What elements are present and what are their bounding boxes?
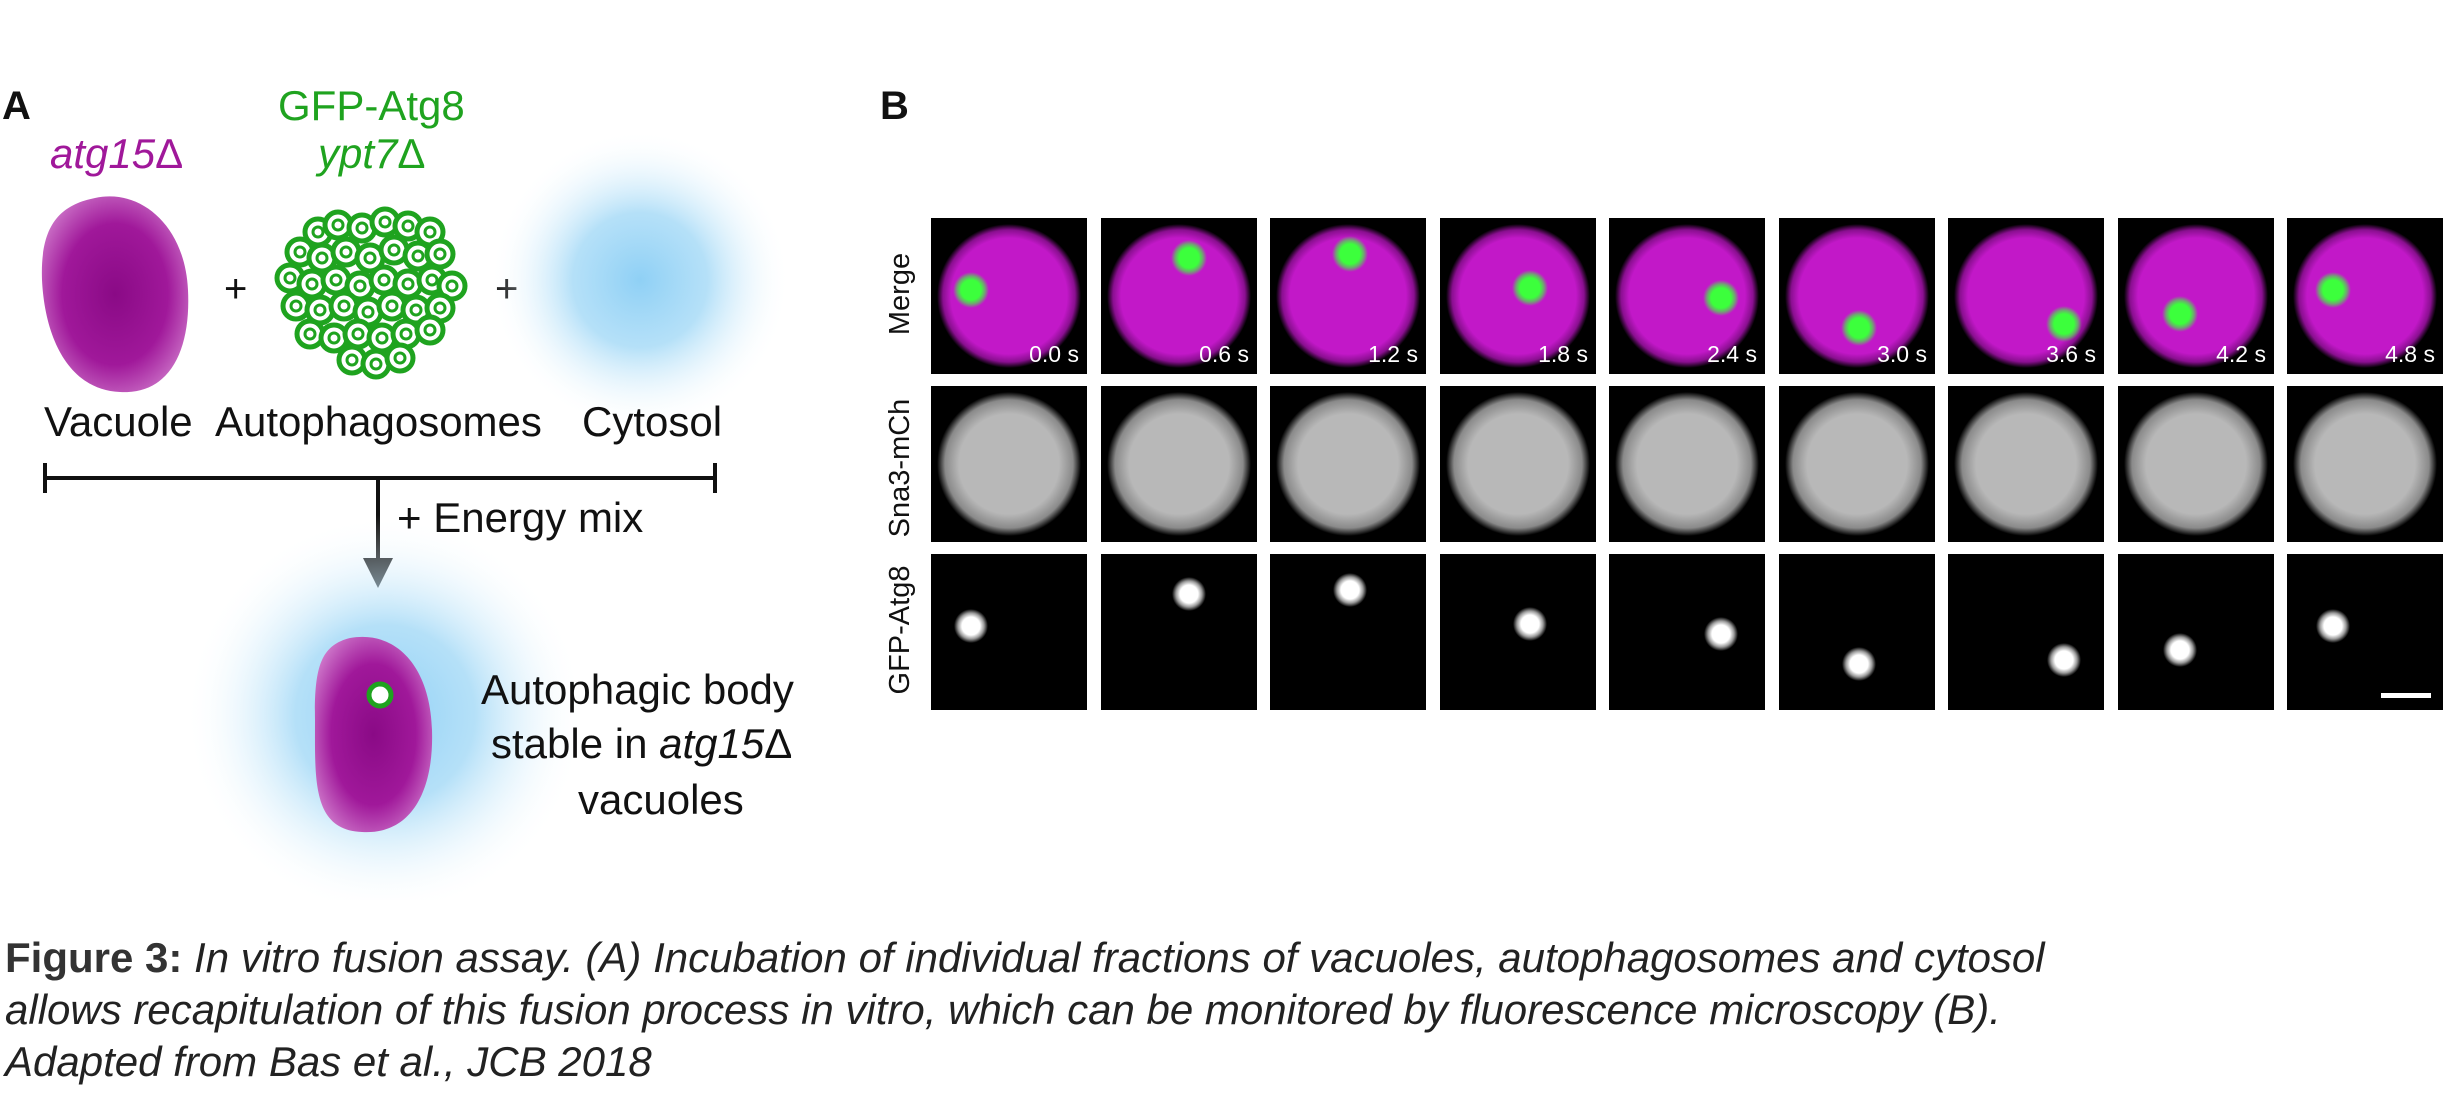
micro-tile (1609, 554, 1765, 710)
micro-tile (1270, 386, 1426, 542)
autophagosome-strain-text: ypt7 (318, 130, 398, 177)
result-label-strain: atg15 (659, 720, 765, 767)
timestamp-label: 3.0 s (1877, 341, 1927, 367)
micro-tile: 1.2 s (1270, 218, 1426, 374)
figure-caption: Figure 3: In vitro fusion assay. (A) Inc… (5, 932, 2435, 1088)
micro-tile (2118, 554, 2274, 710)
autophagosome-cluster (274, 206, 468, 380)
timestamp-label: 0.6 s (1199, 341, 1249, 367)
cytosol-label: Cytosol (582, 398, 723, 445)
cytosol-glow (490, 130, 790, 430)
timestamp-label: 1.2 s (1368, 341, 1418, 367)
energy-mix-label: + Energy mix (397, 494, 644, 541)
vacuole-strain-text: atg15 (50, 130, 156, 177)
scale-bar (2381, 693, 2431, 698)
panel-b-letter: B (880, 84, 909, 128)
delta-symbol: Δ (155, 130, 184, 177)
micro-tile (1948, 554, 2104, 710)
micro-tile (931, 386, 1087, 542)
timestamp-label: 4.2 s (2216, 341, 2266, 367)
micro-tile: 3.0 s (1779, 218, 1935, 374)
micro-tile (1440, 386, 1596, 542)
autophagosome-cluster-inner (283, 215, 459, 371)
row-label-merge: Merge (884, 252, 916, 336)
autophagic-body-icon (366, 681, 394, 709)
timestamp-label: 0.0 s (1029, 341, 1079, 367)
caption-line2: allows recapitulation of this fusion pro… (5, 986, 2001, 1033)
micro-tile (1270, 554, 1426, 710)
micro-tile: 2.4 s (1609, 218, 1765, 374)
micro-tile (1609, 386, 1765, 542)
row-label-sna3: Sna3-mCh (884, 398, 916, 538)
autophagosome-strain-label: ypt7Δ (318, 130, 425, 178)
panel-a-letter: A (2, 84, 31, 128)
vacuole-shape (41, 196, 189, 393)
panel-a-schematic: + + (41, 130, 790, 900)
delta-symbol: Δ (397, 130, 426, 177)
row-label-gfp: GFP-Atg8 (884, 565, 916, 695)
micro-tile: 4.8 s (2287, 218, 2443, 374)
micro-tile (2287, 554, 2443, 710)
plus-sign: + (224, 267, 247, 311)
vacuole-label: Vacuole (44, 398, 193, 445)
autophagosomes-label: Autophagosomes (215, 398, 542, 445)
micro-tile (1948, 386, 2104, 542)
micro-tile: 0.6 s (1101, 218, 1257, 374)
result-label-prefix: stable in (491, 720, 660, 767)
result-label-line1: Autophagic body (481, 666, 794, 713)
timestamp-label: 2.4 s (1707, 341, 1757, 367)
result-label-line2: stable in atg15Δ (491, 720, 792, 768)
micro-tile (1779, 386, 1935, 542)
autophagosome-marker-label: GFP-Atg8 (278, 82, 465, 129)
micro-tile (2287, 386, 2443, 542)
caption-line3: Adapted from Bas et al., JCB 2018 (5, 1038, 652, 1085)
micro-tile (1779, 554, 1935, 710)
timestamp-label: 1.8 s (1538, 341, 1588, 367)
micro-tile: 4.2 s (2118, 218, 2274, 374)
caption-line1: In vitro fusion assay. (A) Incubation of… (194, 934, 2045, 981)
caption-figure-number: Figure 3: (5, 934, 183, 981)
micro-tile (931, 554, 1087, 710)
micro-tile: 1.8 s (1440, 218, 1596, 374)
delta-symbol: Δ (764, 720, 793, 767)
result-label-line3: vacuoles (578, 776, 744, 823)
timestamp-label: 4.8 s (2385, 341, 2435, 367)
timestamp-label: 3.6 s (2046, 341, 2096, 367)
micro-tile: 3.6 s (1948, 218, 2104, 374)
micro-tile (2118, 386, 2274, 542)
micro-tile: 0.0 s (931, 218, 1087, 374)
micro-tile (1101, 554, 1257, 710)
vacuole-strain-label: atg15Δ (50, 130, 183, 178)
result-vacuole-shape (314, 636, 433, 833)
micro-tile (1440, 554, 1596, 710)
micro-tile (1101, 386, 1257, 542)
